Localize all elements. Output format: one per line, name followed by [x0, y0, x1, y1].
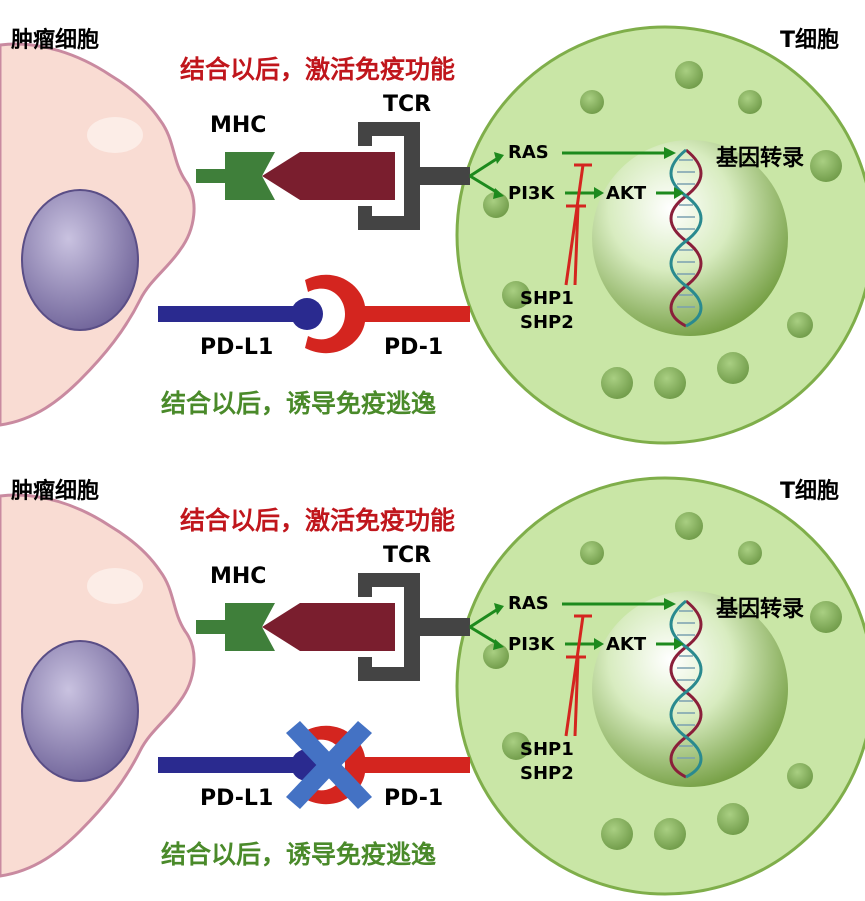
- antigen-peptide: [262, 603, 395, 651]
- tcr-bar: [358, 573, 372, 597]
- gene-transcription-label: 基因转录: [716, 597, 805, 622]
- signal-arrows: [469, 602, 676, 646]
- ras-label: RAS: [508, 593, 549, 614]
- escape-caption: 结合以后，诱导免疫逃逸: [161, 389, 437, 418]
- mhc-molecule: [225, 152, 275, 200]
- tumor-nucleus: [21, 189, 139, 331]
- tumor-nucleus: [21, 640, 139, 782]
- tcr-bar: [358, 122, 372, 146]
- pdl1-label: PD-L1: [200, 786, 274, 811]
- shp-inhibition: [564, 614, 592, 737]
- antigen-peptide: [262, 152, 395, 200]
- pdl1-ligand: [291, 298, 323, 330]
- t-cell-label: T细胞: [780, 479, 840, 504]
- pd1-label: PD-1: [384, 786, 444, 811]
- escape-caption: 结合以后，诱导免疫逃逸: [161, 840, 437, 869]
- shp1-label: SHP1: [520, 739, 574, 760]
- mhc-label: MHC: [210, 564, 267, 589]
- akt-label: AKT: [606, 183, 647, 204]
- pd1-label: PD-1: [384, 335, 444, 360]
- tcr-label: TCR: [383, 543, 432, 568]
- diagram-canvas: [0, 476, 865, 896]
- t-cell-granules: [483, 61, 842, 399]
- panel-binding-blocked: 肿瘤细胞 T细胞 结合以后，激活免疫功能 MHC TCR PD-L1 PD-1 …: [0, 451, 865, 901]
- tcr-receptor: [358, 122, 470, 230]
- arrow-heads: [493, 147, 684, 199]
- shp2-label: SHP2: [520, 312, 574, 333]
- pdl1-stem: [158, 757, 306, 773]
- tumor-cell-label: 肿瘤细胞: [11, 479, 100, 504]
- t-cell-granules: [483, 512, 842, 850]
- activation-caption: 结合以后，激活免疫功能: [180, 55, 456, 84]
- panel-binding-normal: 肿瘤细胞 T细胞 结合以后，激活免疫功能 MHC TCR PD-L1 PD-1 …: [0, 0, 865, 450]
- mhc-stem: [196, 169, 226, 183]
- mhc-label: MHC: [210, 113, 267, 138]
- shp-inhibition: [564, 163, 592, 286]
- arrow-heads: [493, 598, 684, 650]
- dna-helix: [669, 148, 703, 328]
- pi3k-label: PI3K: [508, 634, 555, 655]
- pd1-receptor: [305, 274, 470, 354]
- mhc-stem: [196, 620, 226, 634]
- gene-transcription-label: 基因转录: [716, 146, 805, 171]
- tumor-cell-label: 肿瘤细胞: [11, 28, 100, 53]
- tumor-highlight: [87, 568, 143, 604]
- ras-label: RAS: [508, 142, 549, 163]
- block-x-icon: [286, 721, 372, 809]
- tcr-bar-bottom: [358, 206, 372, 230]
- pdl1-stem: [158, 306, 306, 322]
- shp1-label: SHP1: [520, 288, 574, 309]
- diagram-canvas: [0, 25, 865, 445]
- akt-label: AKT: [606, 634, 647, 655]
- pi3k-label: PI3K: [508, 183, 555, 204]
- mhc-molecule: [225, 603, 275, 651]
- activation-caption: 结合以后，激活免疫功能: [180, 506, 456, 535]
- tcr-label: TCR: [383, 92, 432, 117]
- t-cell-label: T细胞: [780, 28, 840, 53]
- shp2-label: SHP2: [520, 763, 574, 784]
- tcr-receptor: [358, 573, 470, 681]
- dna-helix: [669, 599, 703, 779]
- pdl1-label: PD-L1: [200, 335, 274, 360]
- tumor-highlight: [87, 117, 143, 153]
- tcr-bar-bottom: [358, 657, 372, 681]
